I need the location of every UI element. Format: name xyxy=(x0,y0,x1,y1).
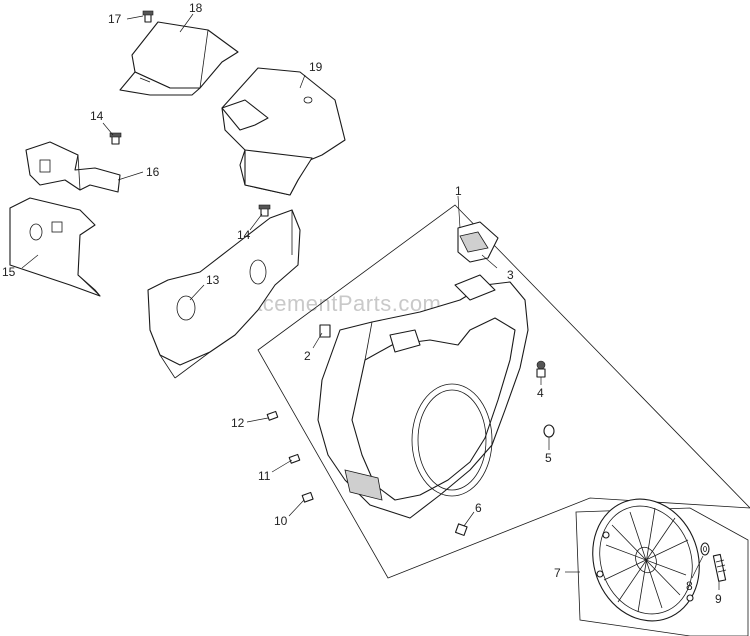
part-18-shroud-plate xyxy=(119,21,239,96)
part-4-screw xyxy=(536,360,546,378)
callout-8: 8 xyxy=(686,579,693,593)
callouts: 17 18 19 14 16 15 14 13 1 3 2 4 5 6 12 1… xyxy=(2,1,722,606)
callout-14-lower: 14 xyxy=(237,228,251,242)
assembly-frame xyxy=(257,204,750,579)
leader-lines xyxy=(21,13,720,590)
callout-14-upper: 14 xyxy=(90,109,104,123)
callout-12: 12 xyxy=(231,416,245,430)
part-7-fan-guard xyxy=(575,498,749,636)
callout-2: 2 xyxy=(304,349,311,363)
part-16-bracket xyxy=(25,141,121,193)
part-11-screw xyxy=(288,453,301,464)
callout-16: 16 xyxy=(146,165,160,179)
callout-18: 18 xyxy=(189,1,203,15)
callout-15: 15 xyxy=(2,265,16,279)
callout-10: 10 xyxy=(274,514,288,528)
part-15-baffle-plate xyxy=(9,197,101,297)
part-12-screw xyxy=(266,410,279,421)
part-19-shroud xyxy=(221,67,346,196)
callout-17: 17 xyxy=(108,12,122,26)
part-14-screw-upper xyxy=(109,132,122,145)
part-5-plug xyxy=(543,424,555,438)
callout-13: 13 xyxy=(206,273,220,287)
callout-11: 11 xyxy=(258,469,271,483)
part-6-nut xyxy=(454,523,468,536)
part-14-screw-lower xyxy=(258,204,271,217)
part-17-screw xyxy=(142,10,154,23)
part-10-screw xyxy=(301,491,314,503)
callout-3: 3 xyxy=(507,268,514,282)
callout-9: 9 xyxy=(715,592,722,606)
part-8-washer xyxy=(700,542,710,556)
callout-5: 5 xyxy=(545,451,552,465)
part-13-lower-shroud xyxy=(147,209,301,379)
callout-4: 4 xyxy=(537,386,544,400)
part-3-cover xyxy=(457,221,499,263)
callout-6: 6 xyxy=(475,501,482,515)
callout-19: 19 xyxy=(309,60,323,74)
part-1-blower-housing xyxy=(317,274,529,519)
callout-7: 7 xyxy=(554,566,561,580)
callout-1: 1 xyxy=(455,184,462,198)
part-9-stud xyxy=(712,553,727,582)
part-2-clip xyxy=(319,324,331,338)
